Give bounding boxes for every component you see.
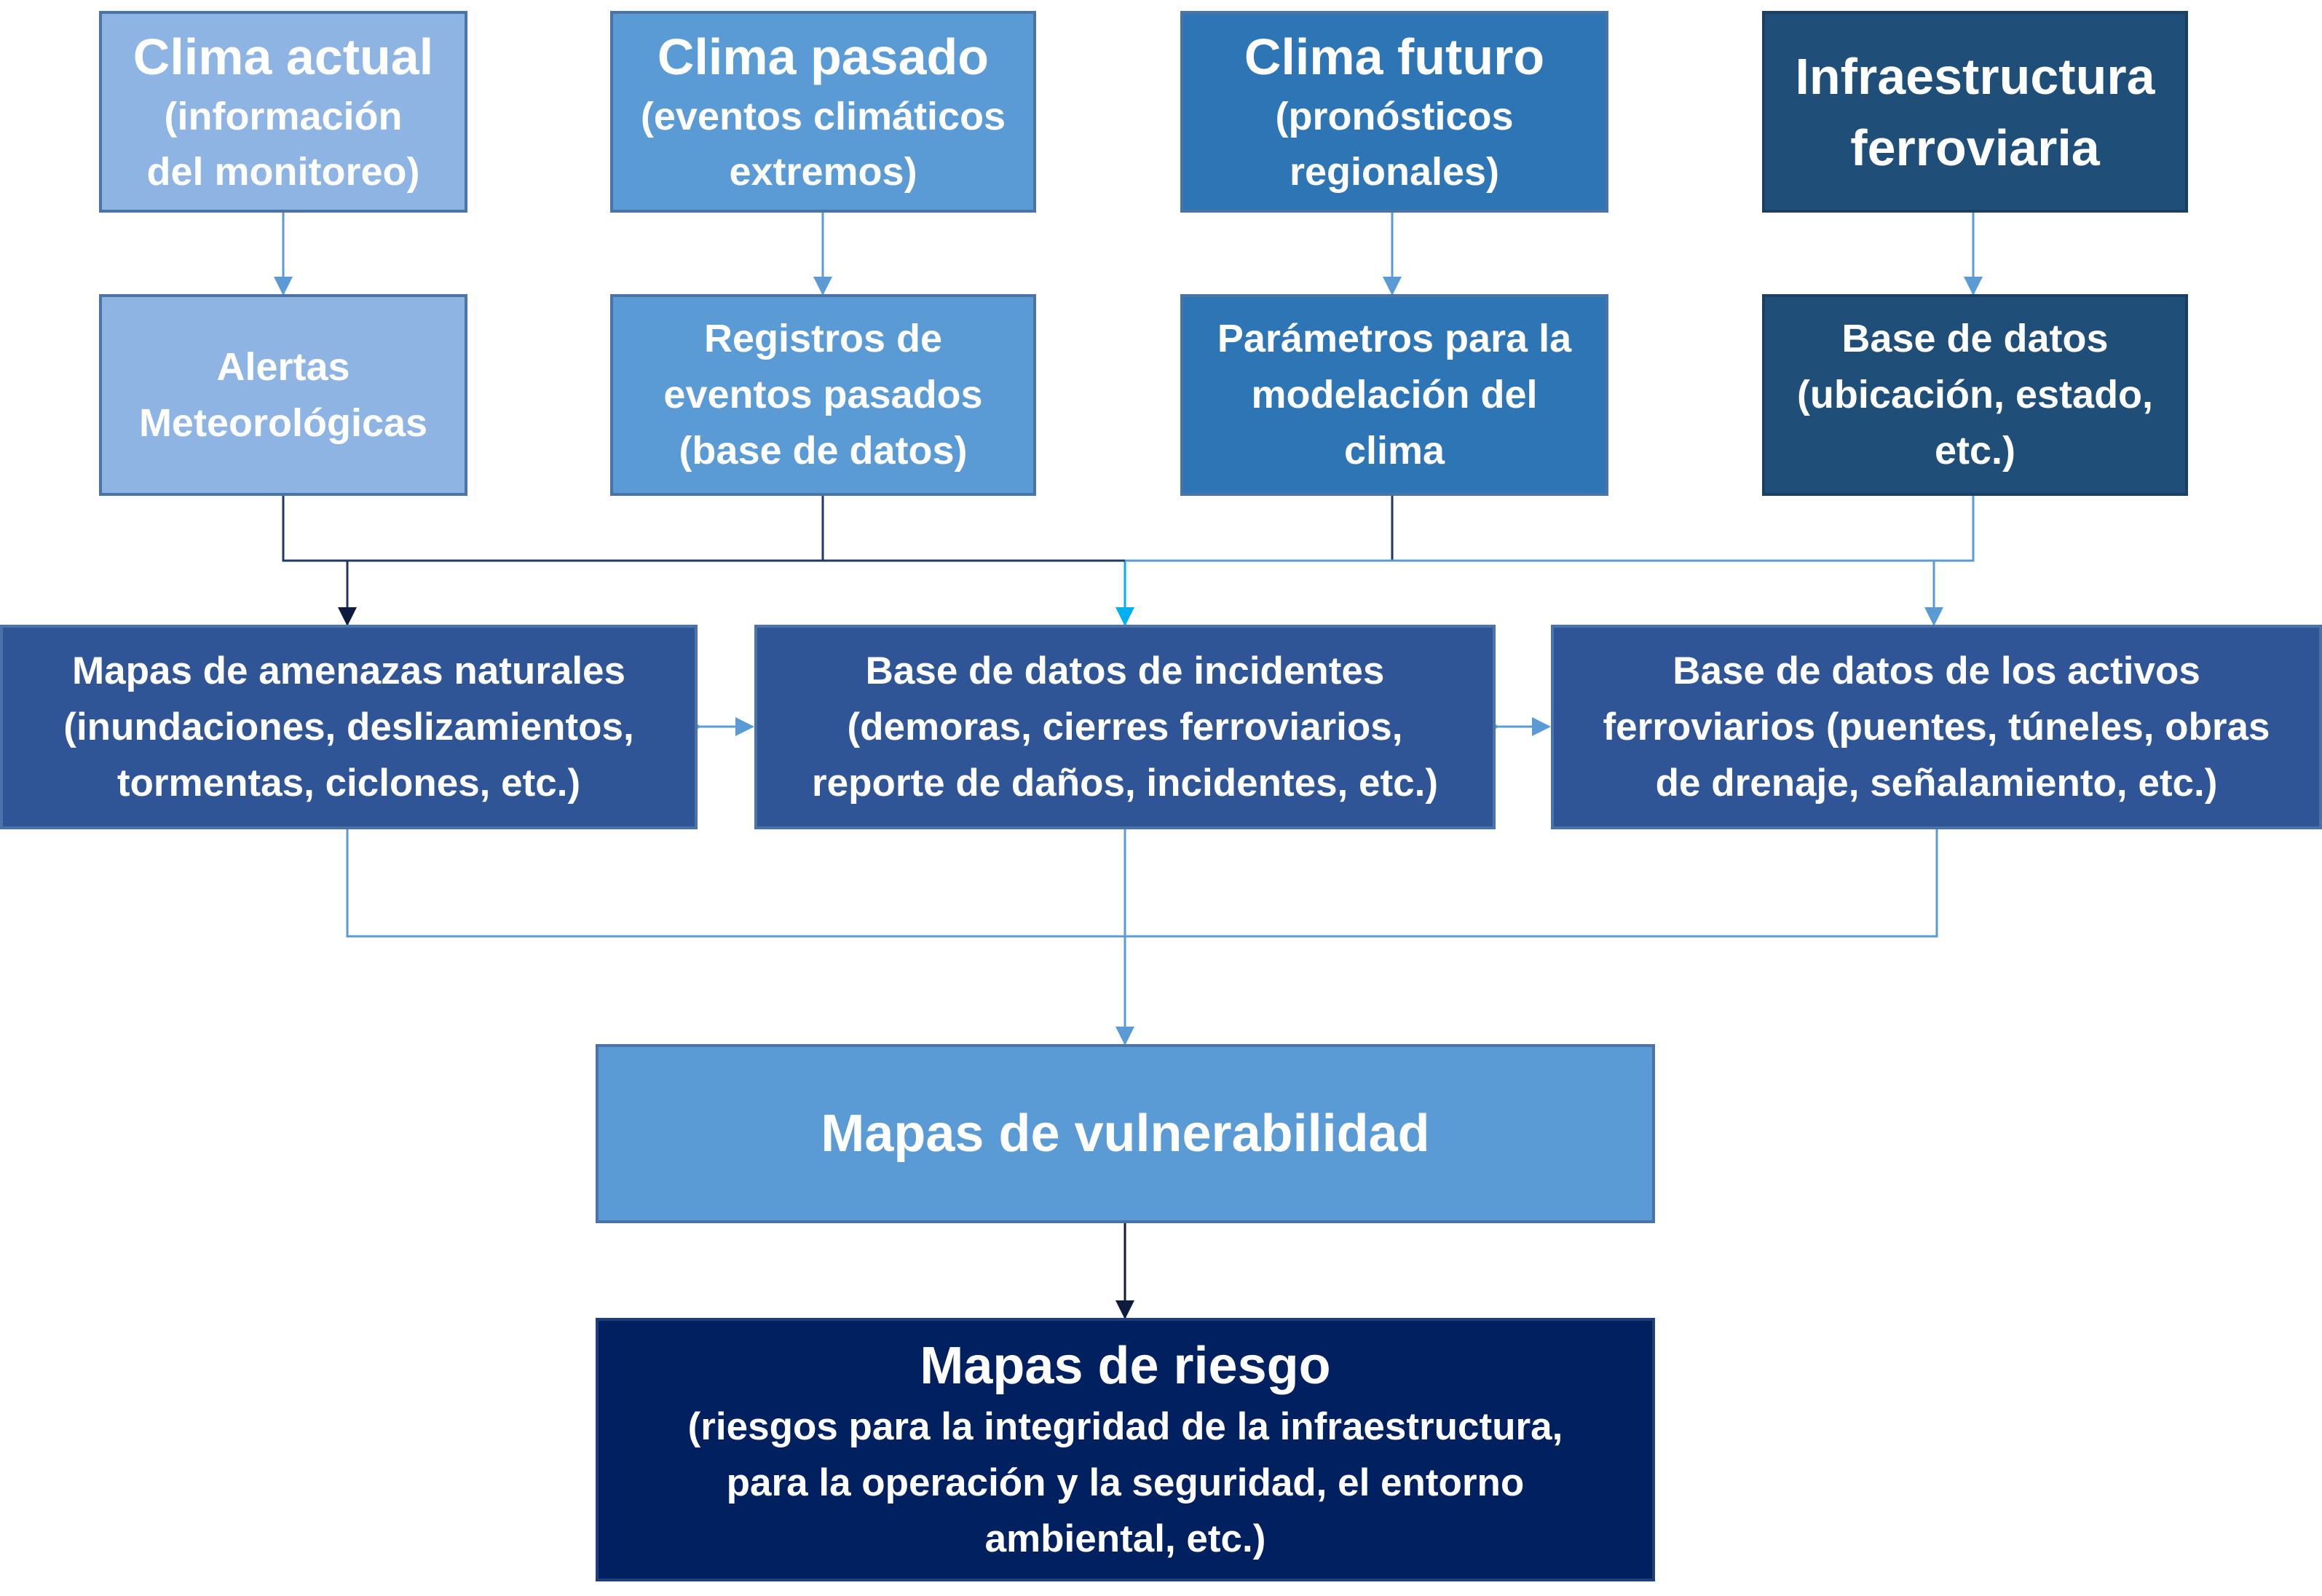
connector-registros-to-incidentes (823, 559, 1134, 626)
clima-actual-sub-2: del monitoreo) (146, 149, 420, 194)
alertas-line-1: Alertas (216, 344, 350, 389)
box-base-datos-incidentes: Base de datos de incidentes (demoras, ci… (754, 625, 1496, 829)
box-clima-pasado: Clima pasado (eventos climáticos extremo… (610, 11, 1036, 213)
amenazas-line-1: Mapas de amenazas naturales (71, 649, 625, 692)
clima-futuro-sub-2: regionales) (1289, 149, 1500, 194)
riesgo-sub-3: ambiental, etc.) (984, 1517, 1266, 1560)
clima-actual-sub-1: (información (164, 94, 403, 138)
connector-parametros-merge (823, 496, 1394, 562)
connector-base-datos-to-activos (1924, 496, 1975, 626)
box-base-de-datos: Base de datos (ubicación, estado, etc.) (1762, 294, 2188, 496)
infraestructura-title-1: Infraestructura (1795, 47, 2155, 105)
infraestructura-title-2: ferroviaria (1850, 119, 2100, 176)
box-mapas-vulnerabilidad: Mapas de vulnerabilidad (596, 1044, 1655, 1223)
box-clima-futuro: Clima futuro (pronósticos regionales) (1180, 11, 1608, 213)
riesgo-sub-2: para la operación y la seguridad, el ent… (726, 1461, 1525, 1504)
riesgo-sub-1: (riesgos para la integridad de la infrae… (687, 1405, 1563, 1448)
vulnerabilidad-title: Mapas de vulnerabilidad (821, 1105, 1430, 1163)
connector-amenazas-down (346, 829, 1938, 938)
box-mapas-amenazas: Mapas de amenazas naturales (inundacione… (0, 625, 698, 829)
activos-line-3: de drenaje, señalamiento, etc.) (1655, 762, 2218, 805)
activos-line-2: ferroviarios (puentes, túneles, obras (1603, 706, 2270, 748)
parametros-line-1: Parámetros para la (1217, 317, 1572, 360)
incidentes-line-1: Base de datos de incidentes (865, 649, 1385, 692)
incidentes-line-2: (demoras, cierres ferroviarios, (847, 706, 1403, 748)
clima-actual-title: Clima actual (133, 28, 434, 85)
parametros-line-2: modelación del (1251, 373, 1538, 416)
box-base-datos-activos: Base de datos de los activos ferroviario… (1551, 625, 2322, 829)
clima-futuro-sub-1: (pronósticos (1275, 94, 1514, 138)
box-alertas-meteorologicas: Alertas Meteorológicas (99, 294, 467, 496)
base-datos-line-1: Base de datos (1841, 317, 2109, 360)
registros-line-1: Registros de (703, 317, 943, 360)
box-mapas-riesgo: Mapas de riesgo (riesgos para la integri… (596, 1318, 1655, 1581)
activos-line-1: Base de datos de los activos (1673, 649, 2200, 692)
amenazas-line-3: tormentas, ciclones, etc.) (117, 762, 581, 805)
clima-futuro-title: Clima futuro (1244, 28, 1545, 85)
riesgo-title: Mapas de riesgo (920, 1336, 1331, 1395)
base-datos-line-3: etc.) (1934, 429, 2016, 473)
connector-alertas-to-amenazas (282, 496, 357, 626)
box-registros-eventos: Registros de eventos pasados (base de da… (610, 294, 1036, 496)
parametros-line-3: clima (1343, 429, 1445, 473)
box-clima-actual: Clima actual (información del monitoreo) (99, 11, 467, 213)
clima-pasado-sub-1: (eventos climáticos (640, 94, 1006, 138)
registros-line-2: eventos pasados (663, 373, 983, 416)
registros-line-3: (base de datos) (679, 429, 968, 473)
clima-pasado-sub-2: extremos) (729, 149, 917, 194)
clima-pasado-title: Clima pasado (657, 28, 990, 85)
alertas-line-2: Meteorológicas (138, 400, 428, 445)
connector-registros-merge (347, 496, 824, 562)
box-parametros-modelacion: Parámetros para la modelación del clima (1180, 294, 1608, 496)
incidentes-line-3: reporte de daños, incidentes, etc.) (812, 762, 1438, 805)
box-infraestructura-ferroviaria: Infraestructura ferroviaria (1762, 11, 2188, 213)
amenazas-line-2: (inundaciones, deslizamientos, (63, 706, 634, 748)
base-datos-line-2: (ubicación, estado, (1796, 373, 2154, 416)
